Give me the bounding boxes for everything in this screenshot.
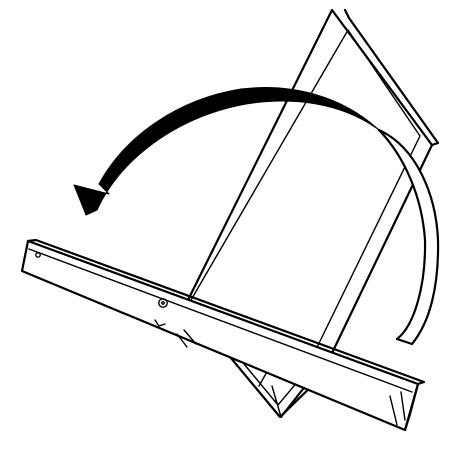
crossbar: [20, 238, 426, 432]
rear-frame: [184, 8, 440, 419]
rotation-arrow: [73, 87, 440, 346]
pivot-details: [176, 329, 282, 418]
